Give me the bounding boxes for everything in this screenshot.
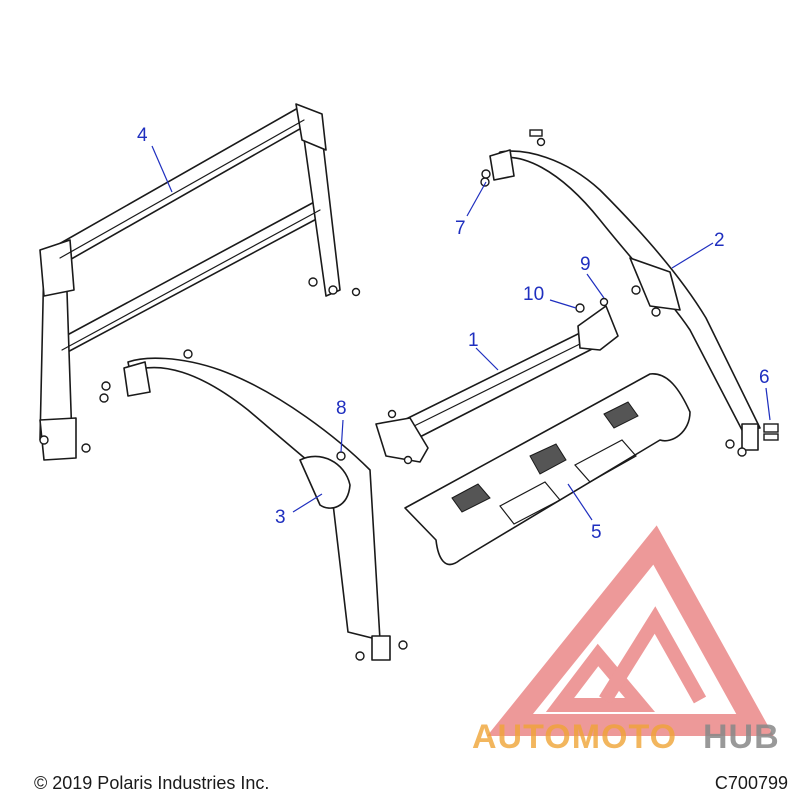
bolt-6b xyxy=(763,433,779,441)
part-1-cross-tube xyxy=(375,305,619,465)
watermark-brand-automoto: AUTOMOTO xyxy=(472,718,677,756)
callout-1: 1 xyxy=(468,330,479,351)
hardware-group xyxy=(336,129,779,461)
callout-5: 5 xyxy=(591,522,602,543)
part-3-left-rear-tube xyxy=(99,349,408,661)
callout-4: 4 xyxy=(137,125,148,146)
figure-code: C700799 xyxy=(714,773,788,793)
nut-7 xyxy=(481,169,491,179)
callout-8: 8 xyxy=(336,398,347,419)
watermark-brand-hub: HUB xyxy=(703,718,780,756)
copyright-text: © 2019 Polaris Industries Inc. xyxy=(34,773,270,793)
watermark-logo xyxy=(487,525,774,736)
bolt-6 xyxy=(763,423,779,433)
callout-2: 2 xyxy=(714,230,725,251)
leader-lines xyxy=(151,145,771,521)
callout-7: 7 xyxy=(455,218,466,239)
nut-9 xyxy=(599,297,609,307)
part-4-rear-cage-frame xyxy=(39,103,361,461)
nut-8 xyxy=(336,451,346,461)
callout-9: 9 xyxy=(580,254,591,275)
part-2-right-front-tube xyxy=(480,137,761,457)
bolt-7 xyxy=(529,129,543,137)
part-5-panel xyxy=(404,373,691,566)
callout-10: 10 xyxy=(523,284,544,305)
nut-10 xyxy=(575,303,585,313)
callout-6: 6 xyxy=(759,367,770,388)
callout-3: 3 xyxy=(275,507,286,528)
